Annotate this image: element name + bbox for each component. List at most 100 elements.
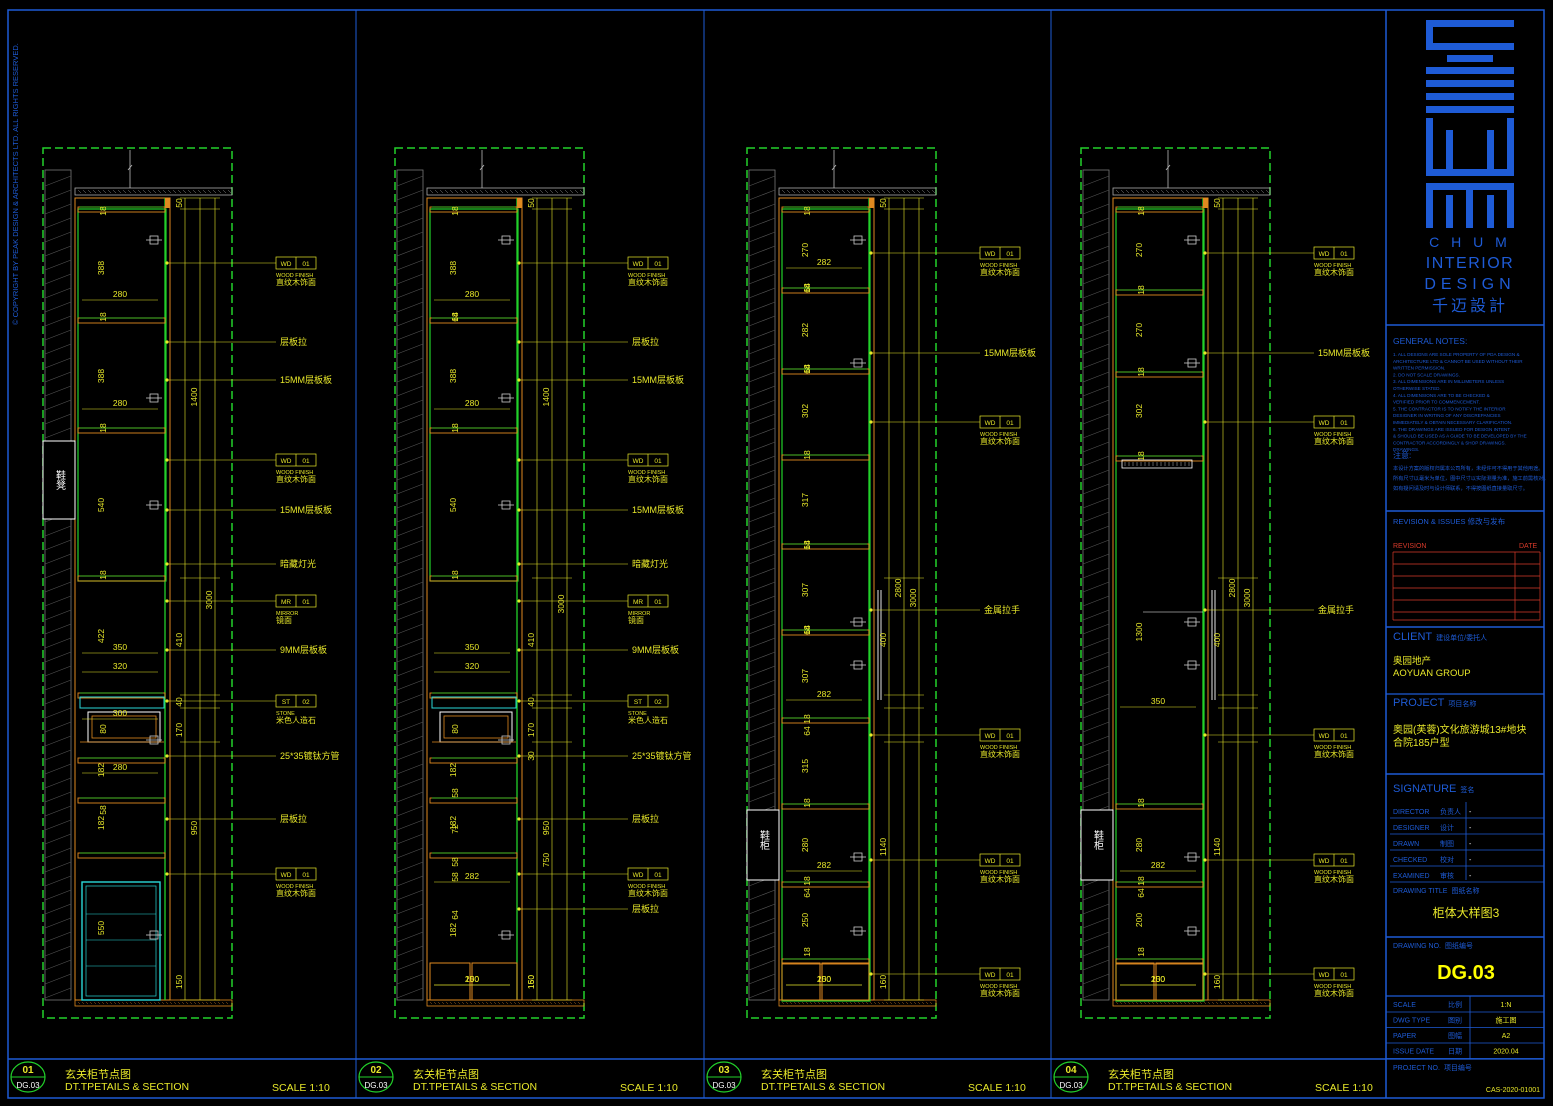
line bbox=[469, 189, 474, 194]
line bbox=[117, 189, 122, 194]
callout-dot bbox=[517, 599, 521, 603]
line bbox=[1082, 273, 1110, 285]
cabinet-inner bbox=[1115, 208, 1205, 1002]
dim-label: 200 bbox=[817, 974, 831, 984]
line bbox=[396, 553, 424, 565]
signature-value: - bbox=[1469, 841, 1472, 848]
callout-text: 直纹木饰面 bbox=[1314, 874, 1354, 884]
line bbox=[1082, 455, 1110, 467]
dim-label: 270 bbox=[1134, 243, 1144, 257]
line bbox=[44, 259, 72, 271]
callout-dot bbox=[869, 972, 873, 976]
line bbox=[748, 483, 776, 495]
line bbox=[916, 189, 921, 194]
line bbox=[396, 259, 424, 271]
callout-tag: WD bbox=[633, 261, 644, 268]
dim-label: 410 bbox=[174, 633, 184, 647]
line bbox=[505, 1001, 509, 1005]
line bbox=[396, 287, 424, 299]
callout-tag-num: 01 bbox=[302, 458, 310, 465]
line bbox=[112, 189, 117, 194]
callout-sub: MIRROR bbox=[276, 611, 298, 617]
line bbox=[161, 1001, 165, 1005]
client-cn: 奥园地产 bbox=[1393, 655, 1431, 667]
line bbox=[1130, 189, 1135, 194]
line bbox=[44, 581, 72, 593]
line bbox=[748, 385, 776, 397]
dim-label: 160 bbox=[526, 975, 536, 989]
line bbox=[44, 231, 72, 243]
line bbox=[44, 959, 72, 971]
dim-label: 388 bbox=[448, 369, 458, 383]
line bbox=[142, 189, 147, 194]
dim-label: 540 bbox=[448, 498, 458, 512]
signature-value: - bbox=[1469, 873, 1472, 880]
dim-label: 282 bbox=[800, 323, 810, 337]
signature-value: - bbox=[1469, 809, 1472, 816]
revision-col2: DATE bbox=[1519, 543, 1537, 550]
line bbox=[87, 189, 92, 194]
line bbox=[886, 189, 891, 194]
line bbox=[849, 1001, 853, 1005]
callout-dot bbox=[517, 508, 521, 512]
footer-sheet: DG.03 bbox=[16, 1081, 40, 1090]
line bbox=[477, 1001, 481, 1005]
line bbox=[173, 1001, 177, 1005]
line bbox=[44, 819, 72, 831]
callout-tag: WD bbox=[281, 261, 292, 268]
ceiling bbox=[1112, 187, 1271, 196]
line bbox=[439, 189, 444, 194]
line bbox=[44, 651, 72, 663]
dim-label: 160 bbox=[1212, 975, 1222, 989]
dim-label: 270 bbox=[1134, 323, 1144, 337]
dim-label: 50 bbox=[1212, 198, 1222, 208]
note-line: & SHOULD BE USED AS A GUIDE TO BE DEVELO… bbox=[1393, 434, 1527, 439]
line bbox=[1207, 1001, 1211, 1005]
line bbox=[1082, 763, 1110, 775]
line bbox=[44, 749, 72, 761]
line bbox=[1082, 217, 1110, 229]
line bbox=[748, 581, 776, 593]
line bbox=[454, 189, 459, 194]
wall-box-label: 鞋柜 bbox=[1092, 829, 1104, 851]
callout: 层板拉 bbox=[517, 336, 659, 347]
line bbox=[44, 287, 72, 299]
dim-label: 3000 bbox=[1242, 588, 1252, 607]
hinge-icon bbox=[1184, 235, 1200, 245]
callout-text: 直纹木饰面 bbox=[1314, 988, 1354, 998]
line bbox=[44, 357, 72, 369]
line bbox=[573, 1001, 577, 1005]
line bbox=[92, 189, 97, 194]
dim-label: 350 bbox=[465, 642, 479, 652]
line bbox=[149, 1001, 153, 1005]
line bbox=[796, 189, 801, 194]
dim-label: 40 bbox=[174, 697, 184, 707]
hinge-icon bbox=[1184, 660, 1200, 670]
callout-text: 直纹木饰面 bbox=[1314, 436, 1354, 446]
callout-text: 直纹木饰面 bbox=[1314, 749, 1354, 759]
line bbox=[557, 1001, 561, 1005]
ceiling bbox=[74, 187, 233, 196]
callout-text: 直纹木饰面 bbox=[980, 436, 1020, 446]
dim-label: 182 bbox=[448, 923, 458, 937]
line bbox=[781, 189, 786, 194]
line bbox=[529, 1001, 533, 1005]
line bbox=[44, 343, 72, 355]
line bbox=[748, 763, 776, 775]
callout: 15MM层板板 bbox=[869, 347, 1036, 358]
drawing-no-value: DG.03 bbox=[1437, 962, 1495, 984]
line bbox=[1251, 1001, 1255, 1005]
line bbox=[396, 987, 424, 999]
line bbox=[1185, 189, 1190, 194]
line bbox=[891, 189, 896, 194]
line bbox=[484, 189, 489, 194]
line bbox=[1143, 1001, 1147, 1005]
detail-drawings: 鞋凳18388280183882801854018422350320300801… bbox=[42, 147, 1370, 1019]
wall-section bbox=[748, 169, 776, 1001]
line bbox=[396, 819, 424, 831]
dim-label: 18 bbox=[802, 947, 812, 957]
callout-tag-num: 01 bbox=[654, 599, 662, 606]
callout-tag: MR bbox=[281, 599, 291, 606]
